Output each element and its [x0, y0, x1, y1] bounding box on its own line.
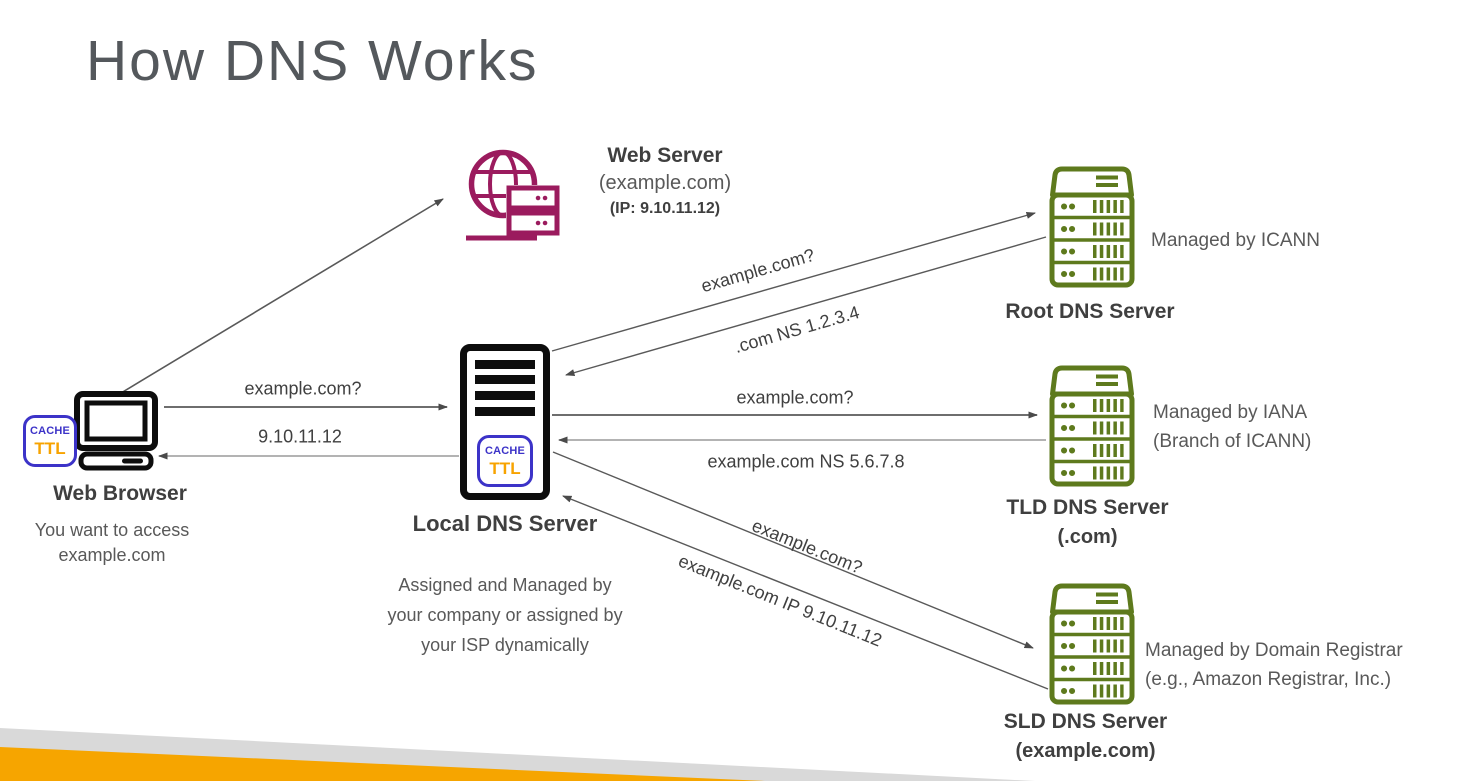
browser-cache-ttl-badge: CACHE TTL	[23, 415, 77, 467]
page-title: How DNS Works	[86, 29, 539, 93]
arrow-local-to-sld	[552, 451, 1034, 649]
arrow-root-to-local	[565, 236, 1047, 377]
arrow-label-browser-to-local: example.com?	[244, 378, 362, 399]
server-tower-icon: CACHE TTL	[460, 344, 550, 500]
web-browser-title: Web Browser	[53, 482, 187, 505]
tower-slot	[475, 391, 535, 400]
arrow-label-local-to-tld: example.com?	[736, 387, 854, 408]
root-dns-title: Root DNS Server	[1005, 300, 1175, 323]
web-browser-description: You want to access example.com	[34, 520, 190, 565]
tower-slot	[475, 407, 535, 416]
web-server-title: Web Server	[607, 144, 723, 167]
root-dns-server-icon	[1047, 166, 1137, 290]
arrow-sld-to-local	[562, 495, 1049, 690]
tld-dns-subtitle: (.com)	[1057, 526, 1118, 548]
sld-dns-title: SLD DNS Server	[1003, 710, 1168, 733]
globe-server-icon	[466, 149, 565, 241]
sld-dns-subtitle: (example.com)	[1015, 740, 1156, 762]
arrow-label-tld-to-local: example.com NS 5.6.7.8	[707, 451, 905, 472]
arrow-browser-to-webserver	[120, 198, 444, 394]
web-server-label-group: Web Server (example.com) (IP: 9.10.11.12…	[570, 142, 760, 220]
ttl-label: TTL	[34, 438, 66, 458]
web-server-ip: (IP: 9.10.11.12)	[609, 200, 721, 217]
cache-label: CACHE	[29, 424, 71, 437]
cache-label: CACHE	[484, 444, 526, 457]
tld-dns-managed-by: Managed by IANA (Branch of ICANN)	[1153, 402, 1312, 452]
arrow-label-local-to-browser: 9.10.11.12	[258, 426, 342, 447]
tld-dns-server-icon	[1047, 365, 1137, 489]
web-server-domain: (example.com)	[598, 172, 732, 194]
arrow-local-to-root	[551, 211, 1036, 352]
ttl-label: TTL	[489, 458, 521, 478]
tower-slot	[475, 360, 535, 369]
local-dns-description: Assigned and Managed by your company or …	[387, 575, 623, 655]
root-dns-managed-by: Managed by ICANN	[1151, 230, 1320, 251]
local-dns-cache-ttl-badge: CACHE TTL	[477, 435, 533, 487]
desktop-computer-icon	[74, 391, 158, 471]
bottom-orange-stripe	[0, 747, 765, 781]
sld-dns-server-icon	[1047, 583, 1137, 707]
local-dns-title: Local DNS Server	[412, 511, 598, 536]
sld-dns-managed-by: Managed by Domain Registrar (e.g., Amazo…	[1145, 640, 1403, 690]
tld-dns-title: TLD DNS Server	[1006, 496, 1169, 519]
tower-slot	[475, 375, 535, 384]
